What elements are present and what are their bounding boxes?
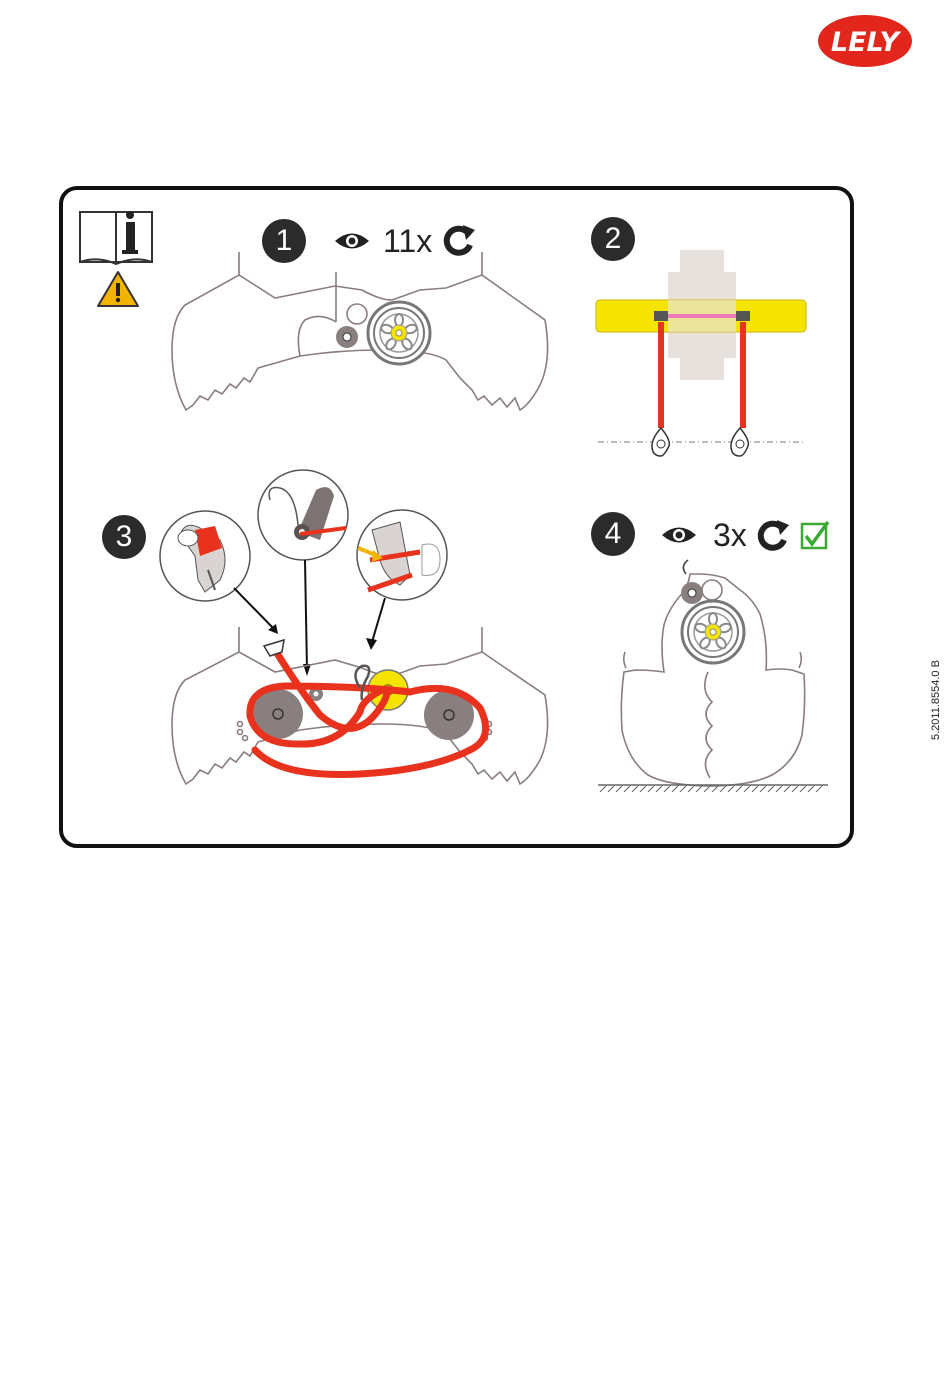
document-reference: 5.2011.8554.0 B	[930, 660, 942, 740]
step-1-badge: 1	[262, 219, 306, 263]
step-4-count: 3x	[713, 519, 747, 551]
rotate-icon	[761, 520, 789, 548]
step-2-badge: 2	[591, 217, 635, 261]
roller-cross-section	[596, 250, 806, 456]
step-4-badge: 4	[591, 512, 635, 556]
eye-icon	[335, 234, 369, 249]
mower-top-view-1	[172, 252, 548, 410]
wheel	[682, 601, 744, 663]
warning-icon	[98, 272, 138, 306]
manual-info-icon	[80, 211, 152, 264]
step-3-badge: 3	[102, 515, 146, 559]
rotate-icon	[447, 225, 475, 253]
detail-callout-spring-clip	[357, 510, 447, 650]
wheel	[368, 302, 430, 364]
roller-axle	[343, 333, 351, 341]
mower-side-view-4	[621, 560, 804, 786]
checkbox-checked-icon	[802, 522, 828, 548]
eye-icon	[662, 528, 696, 543]
step-1-count: 11x	[383, 225, 432, 257]
